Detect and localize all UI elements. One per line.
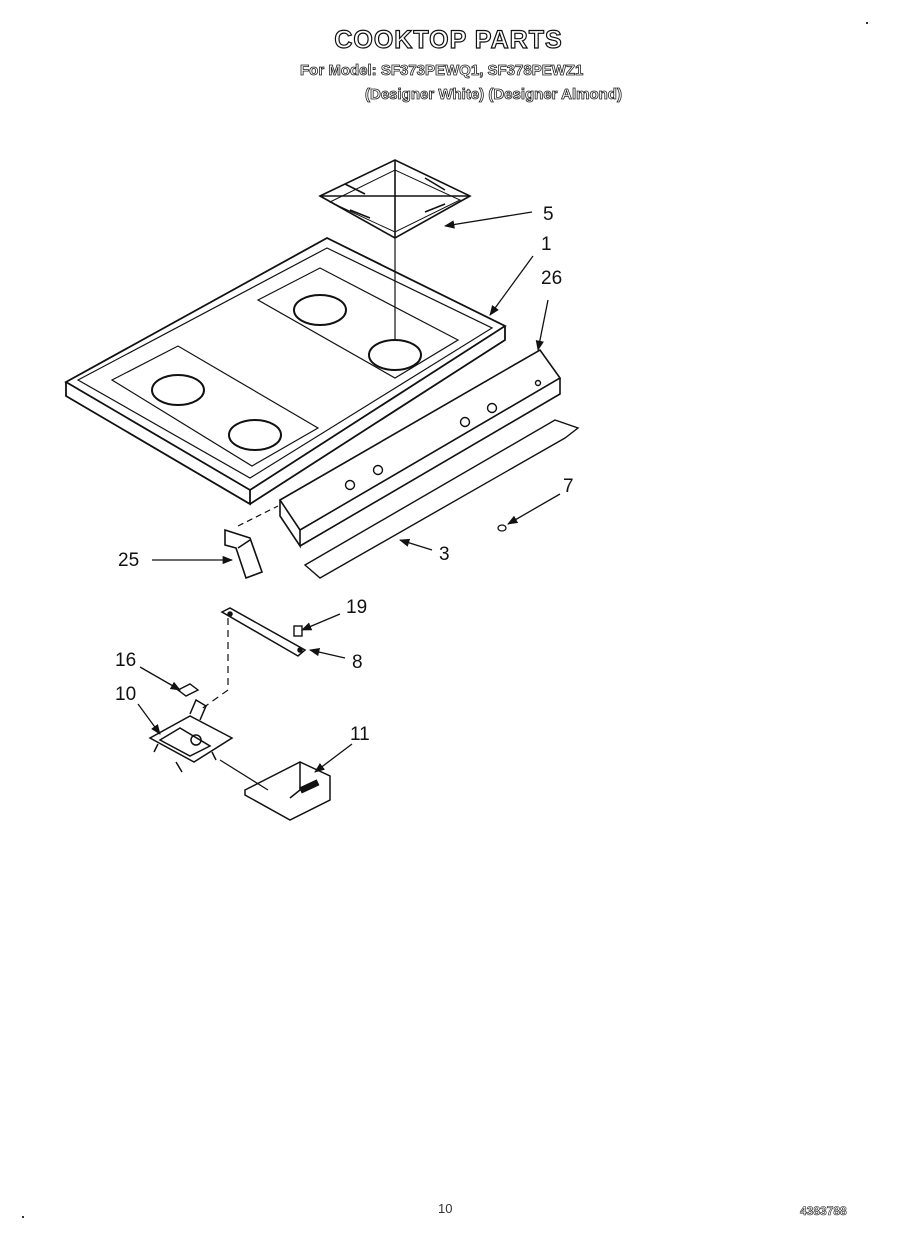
end-cap [224, 528, 264, 580]
callout-10: 10 [115, 684, 136, 705]
control-panel-holes [344, 379, 542, 491]
callout-16: 16 [115, 650, 136, 671]
spring-clip [293, 625, 303, 637]
burner-openings [151, 294, 422, 451]
finish-list: (Designer White) (Designer Almond) [365, 86, 623, 104]
callout-11: 11 [350, 724, 370, 745]
control-panel [278, 348, 562, 549]
callout-1: 1 [541, 234, 552, 255]
clip [176, 683, 200, 697]
callout-19: 19 [346, 597, 367, 618]
bracket-leader [199, 689, 229, 711]
bracket-bar [220, 607, 307, 657]
callout-7: 7 [563, 476, 574, 497]
screw [497, 524, 507, 532]
callout-8: 8 [352, 652, 363, 673]
callout-26: 26 [541, 268, 562, 289]
callout-3: 3 [439, 544, 450, 565]
cooktop-panel [64, 236, 507, 506]
mounting-bracket [244, 761, 331, 821]
end-cap-leader [237, 505, 279, 527]
corner-mark [22, 1216, 24, 1218]
page-title: COOKTOP PARTS [334, 25, 563, 54]
switch-leader [219, 759, 269, 791]
model-list: For Model: SF373PEWQ1, SF378PEWZ1 [300, 62, 584, 80]
corner-mark [866, 22, 868, 24]
burner-grate [318, 159, 472, 239]
page-number: 10 [438, 1201, 453, 1216]
document-number: 4383788 [800, 1204, 847, 1219]
switch-assembly [148, 698, 234, 773]
trim-strip [303, 419, 580, 579]
callout-5: 5 [543, 204, 554, 225]
callout-arrows [137, 211, 561, 773]
callout-25: 25 [118, 550, 139, 571]
